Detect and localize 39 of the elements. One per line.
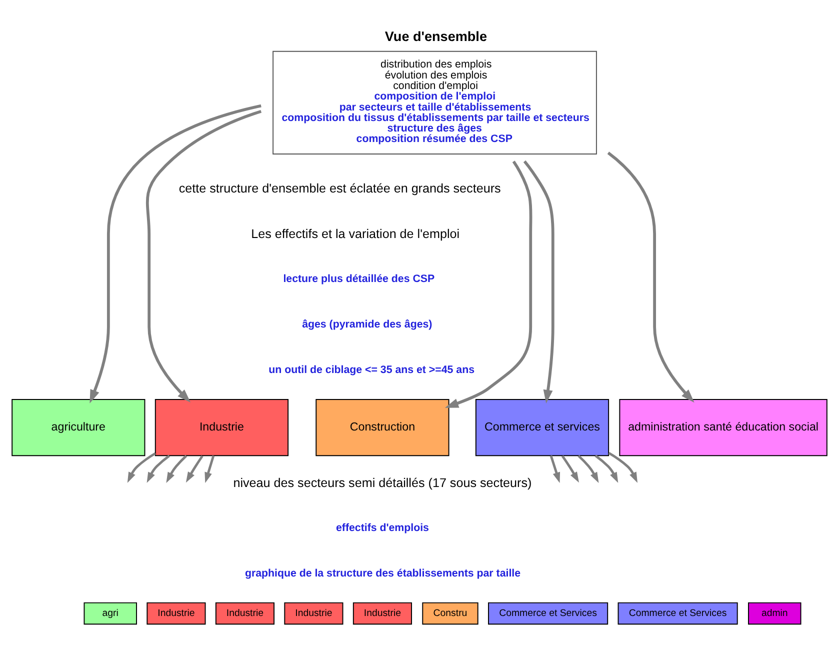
node-box: Industrie	[154, 399, 289, 456]
arrow	[608, 452, 638, 483]
label: graphique de la structure des établissements par taille	[244, 567, 521, 580]
arrow	[146, 110, 262, 402]
label: effectifs d'emplois	[336, 522, 429, 534]
node-box: Industrie	[146, 602, 206, 625]
arrow	[578, 454, 599, 483]
arrow	[186, 455, 204, 483]
label: âges (pyramide des âges)	[302, 318, 432, 331]
arrow	[127, 452, 156, 483]
arrow	[607, 152, 694, 403]
label: un outil de ciblage <= 35 ans et >=45 ans	[268, 364, 474, 376]
node-box: administration santé éducation social	[619, 399, 828, 456]
arrow	[444, 160, 532, 408]
node-box: Industrie	[352, 602, 412, 625]
label: lecture plus détaillée des CSP	[283, 273, 435, 286]
node-box: Construction	[316, 399, 450, 456]
node-box: distribution des emplois évolution des emplois condition d'emploi composition de l'emploi par secteurs et taille d'établissements composition du tissus d'établissements par taille et secteurs structure des âges composition résumée des CSP	[272, 50, 597, 154]
node-box: agriculture	[12, 399, 146, 456]
node-box: Commerce et Services	[488, 602, 608, 625]
node-box: Industrie	[215, 602, 274, 625]
arrow	[523, 160, 554, 404]
node-box: Industrie	[284, 602, 344, 625]
node-label: Vue d'ensemble	[384, 28, 487, 44]
arrow	[561, 455, 580, 483]
arrow	[550, 455, 560, 483]
arrow	[166, 454, 188, 483]
arrow	[204, 455, 215, 484]
node-box: Commerce et services	[475, 399, 610, 456]
node-box: Constru	[422, 602, 478, 625]
label: niveau des secteurs semi détaillés (17 sous secteurs)	[233, 476, 532, 490]
label: Les effectifs et la variation de l'emploi	[251, 227, 460, 242]
node-box: agri	[84, 602, 137, 625]
arrow	[90, 104, 262, 404]
node-box: admin	[748, 602, 802, 625]
arrow	[146, 454, 170, 483]
arrow	[594, 454, 618, 483]
label: cette structure d'ensemble est éclatée en grands secteurs	[178, 182, 501, 196]
node-box: Commerce et Services	[618, 602, 738, 625]
